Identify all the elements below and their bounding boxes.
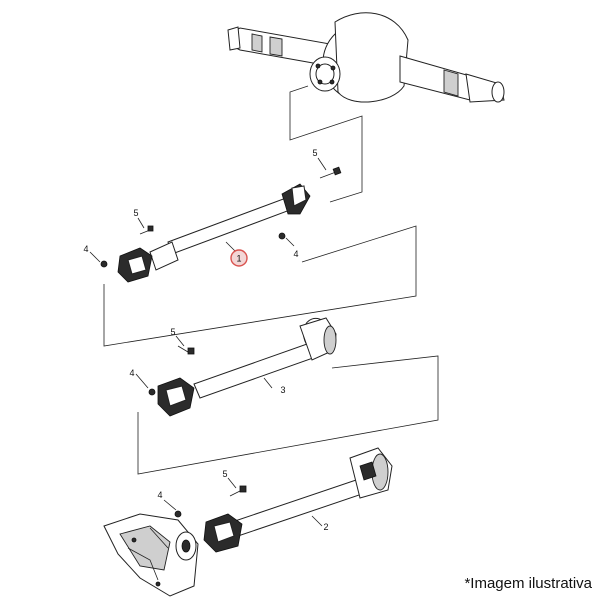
- driveshaft-2: [203, 447, 393, 553]
- callout-5-shaft1-rear: 5: [312, 148, 317, 158]
- callout-2: 2: [323, 522, 328, 532]
- callout-3-label: 3: [280, 385, 285, 395]
- callout-1: 1: [236, 254, 241, 264]
- fasteners-shaft2: [174, 485, 247, 518]
- callout-4-shaft3: 4: [129, 368, 134, 378]
- callout-5-shaft2: 5: [222, 469, 227, 479]
- connector-shaft1-shaft3: [103, 225, 417, 347]
- connector-axle-shaft1: [289, 85, 363, 203]
- callout-4-shaft1-rear: 4: [293, 249, 298, 259]
- callout-5-shaft3: 5: [170, 327, 175, 337]
- fasteners-shaft3: [148, 345, 195, 396]
- rear-axle-housing: [227, 12, 505, 103]
- fasteners-shaft1: [100, 166, 342, 268]
- callout-1-highlight: [230, 249, 248, 267]
- callout-4-shaft2: 4: [157, 490, 162, 500]
- transfer-case: [103, 513, 199, 597]
- illustrative-image-caption: *Imagem ilustrativa: [464, 575, 592, 592]
- connector-shaft3-shaft2: [137, 355, 439, 475]
- driveshaft-3: [157, 317, 337, 417]
- driveshaft-1: [117, 183, 311, 283]
- callout-5-shaft1-front: 5: [133, 208, 138, 218]
- callout-4-shaft1-front: 4: [83, 244, 88, 254]
